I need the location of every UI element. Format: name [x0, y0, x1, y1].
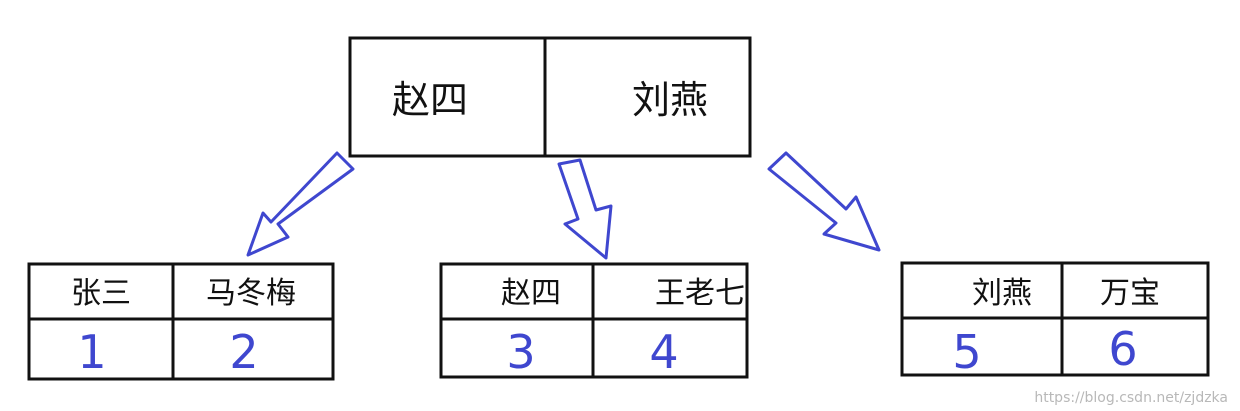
- root-key-right: 刘燕: [632, 78, 708, 122]
- child-node-3: 刘燕 万宝 5 6: [900, 261, 1210, 379]
- child-node-3-value-left: 5: [952, 325, 981, 379]
- root-node-box: [348, 36, 752, 158]
- child-node-1-value-left: 1: [77, 325, 106, 379]
- child-node-3-key-left: 刘燕: [972, 276, 1032, 311]
- child-node-3-value-right: 6: [1108, 322, 1137, 376]
- arrow-middle: [557, 158, 613, 260]
- arrow-left: [246, 151, 355, 257]
- child-node-2: 赵四 王老七 3 4: [439, 262, 749, 379]
- child-node-1-key-right: 马冬梅: [206, 276, 296, 311]
- child-node-2-key-right: 王老七: [655, 276, 745, 311]
- child-node-2-value-left: 3: [506, 325, 535, 379]
- child-node-1: 张三 马冬梅 1 2: [27, 262, 335, 381]
- arrow-left-shape: [246, 151, 355, 257]
- child-node-1-key-left: 张三: [71, 276, 131, 311]
- root-key-left: 赵四: [392, 78, 468, 122]
- arrow-right: [767, 151, 881, 252]
- root-node: 赵四 刘燕: [348, 36, 752, 158]
- child-node-1-value-right: 2: [229, 325, 258, 379]
- arrow-middle-shape: [557, 158, 613, 260]
- arrow-right-shape: [767, 151, 881, 252]
- child-node-2-key-left: 赵四: [501, 276, 561, 311]
- child-node-2-value-right: 4: [649, 325, 678, 379]
- child-node-1-box: [27, 262, 335, 381]
- watermark-text: https://blog.csdn.net/zjdzka: [1034, 390, 1228, 406]
- child-node-3-key-right: 万宝: [1100, 276, 1160, 311]
